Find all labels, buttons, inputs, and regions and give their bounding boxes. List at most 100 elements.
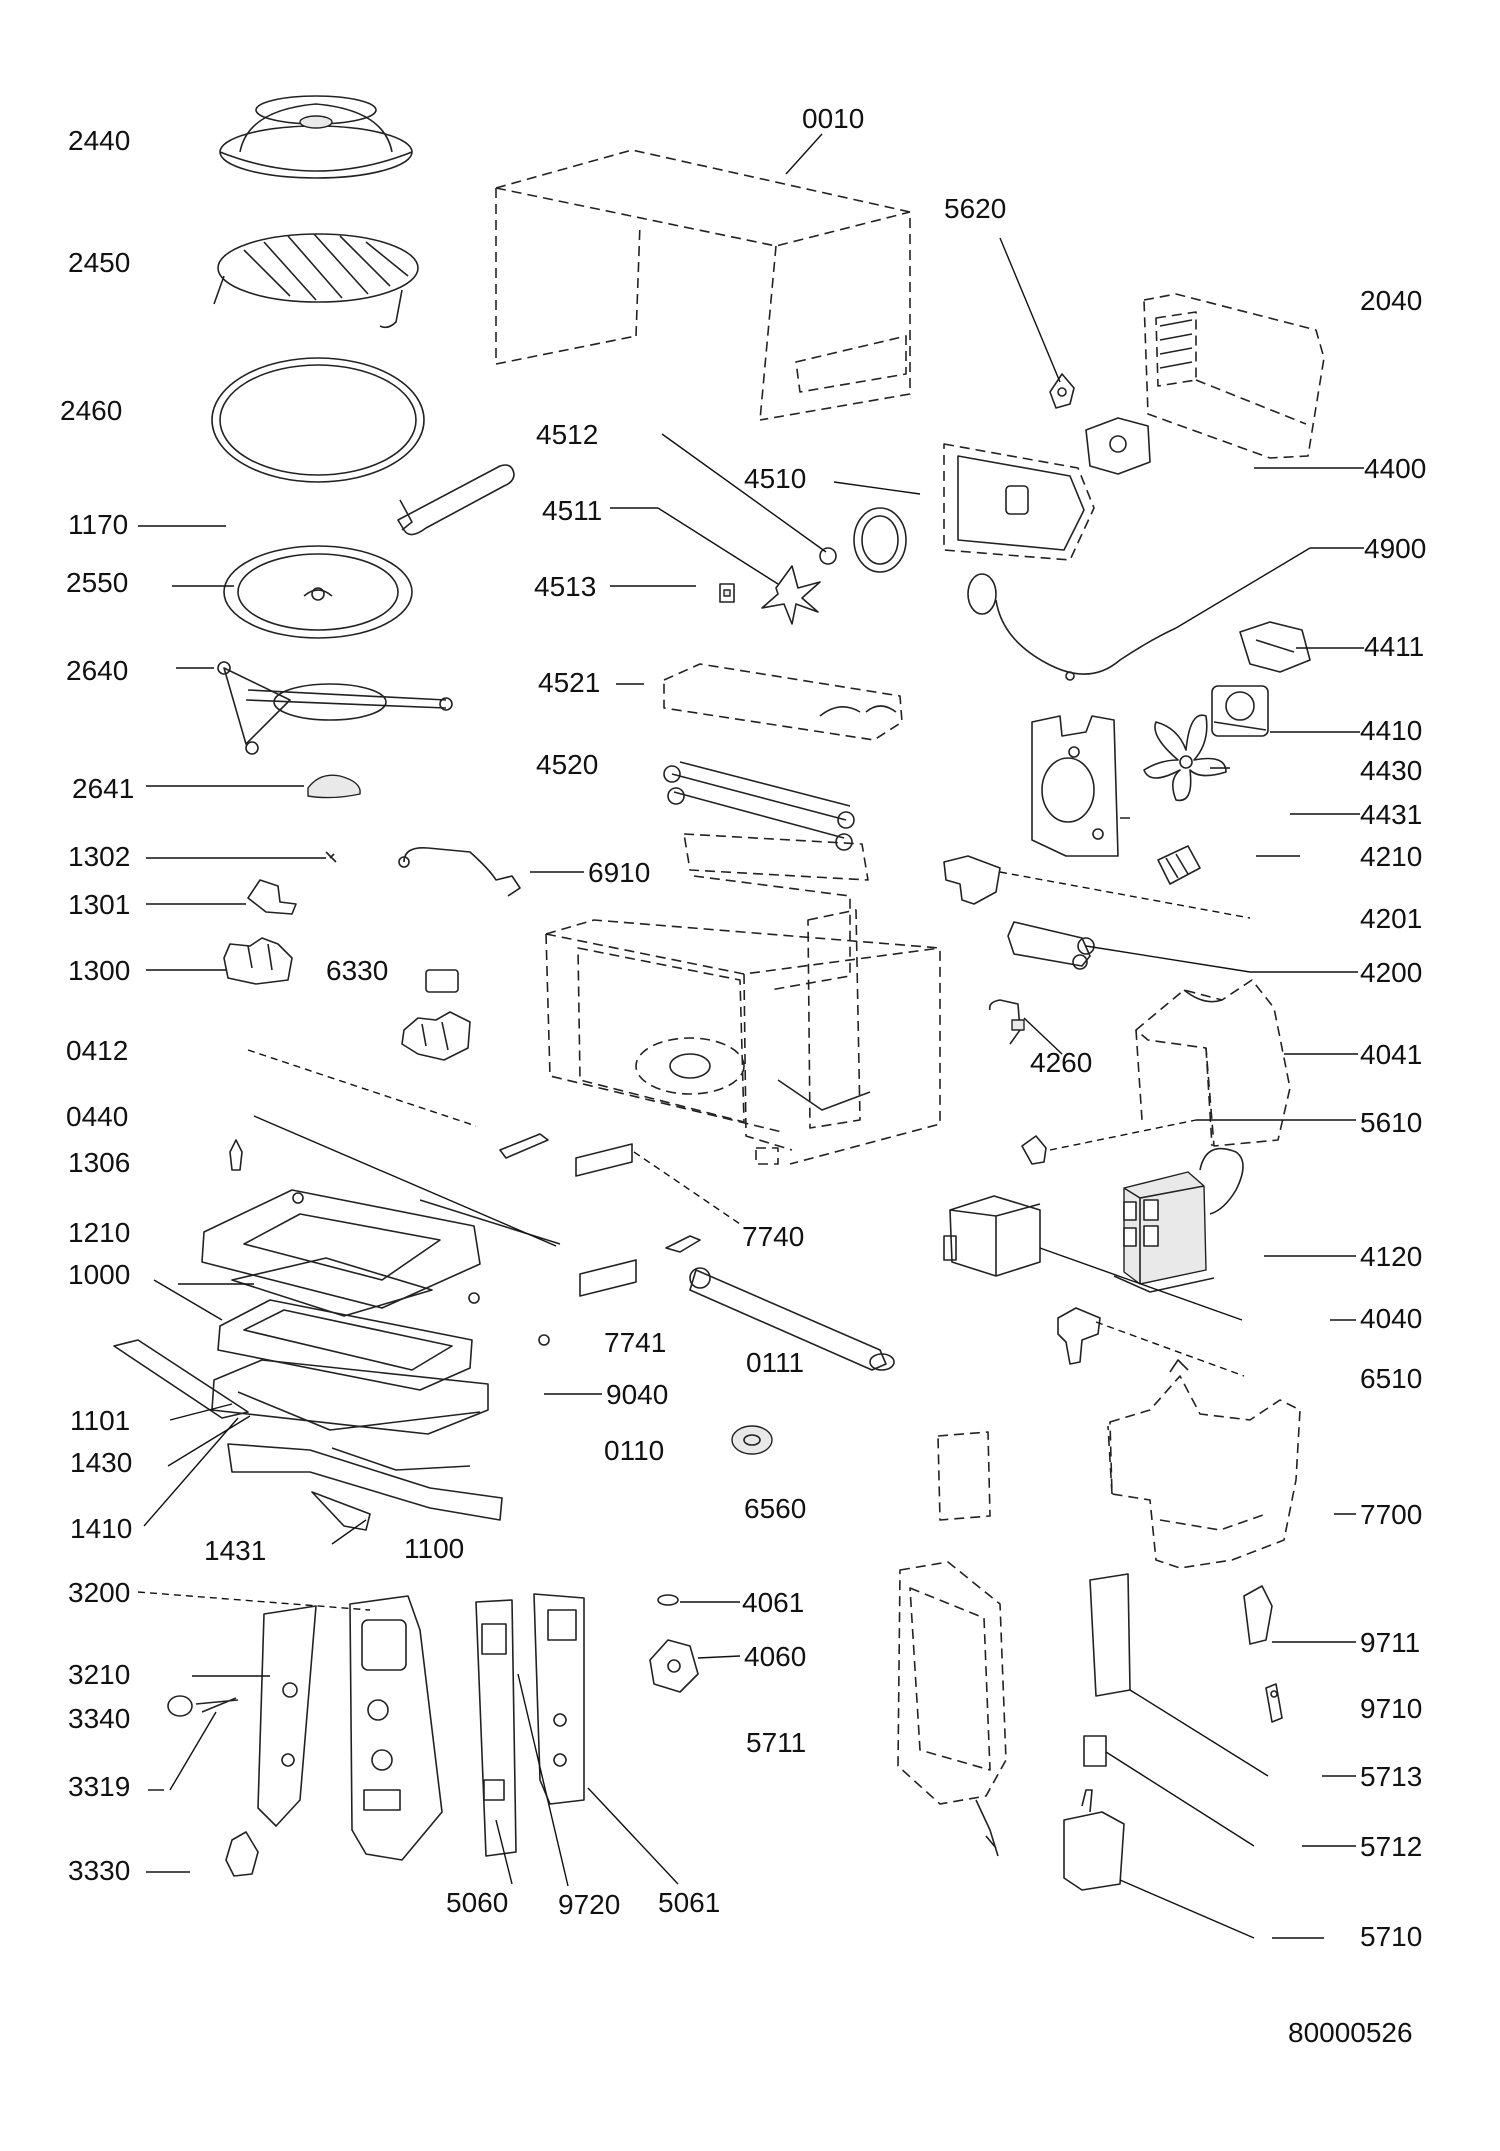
part-magnetron-4120 bbox=[1113, 1147, 1244, 1293]
part-label: 5610 bbox=[1360, 1107, 1422, 1138]
part-grill-cover-4521 bbox=[663, 663, 903, 741]
part-fan-blade-4511 bbox=[761, 565, 821, 625]
part-label: 9040 bbox=[606, 1379, 668, 1410]
part-drawings bbox=[113, 95, 1325, 1891]
part-bracket-4400 bbox=[1085, 417, 1151, 475]
part-label: 1000 bbox=[68, 1259, 130, 1290]
part-plate-2550 bbox=[223, 545, 413, 639]
part-label: 4040 bbox=[1360, 1303, 1422, 1334]
part-label: 4510 bbox=[744, 463, 806, 494]
part-label: 0412 bbox=[66, 1035, 128, 1066]
part-label: 1302 bbox=[68, 841, 130, 872]
part-gear-6560 bbox=[731, 1425, 773, 1455]
part-label: 2641 bbox=[72, 773, 134, 804]
part-label: 4200 bbox=[1360, 957, 1422, 988]
part-label: 4410 bbox=[1360, 715, 1422, 746]
part-label: 4511 bbox=[542, 495, 602, 526]
part-label: 4201 bbox=[1360, 903, 1422, 934]
part-door-frame-5711 bbox=[897, 1561, 1007, 1857]
part-motor-4410 bbox=[1211, 685, 1269, 737]
part-label: 4512 bbox=[536, 419, 598, 450]
part-clamp-4201 bbox=[943, 855, 1001, 905]
part-roller-ring-2640 bbox=[217, 661, 453, 755]
part-9710 bbox=[1270, 1690, 1278, 1698]
part-label: 1410 bbox=[70, 1513, 132, 1544]
part-cable-4900 bbox=[967, 573, 1177, 681]
part-label: 2440 bbox=[68, 125, 130, 156]
part-label: 4430 bbox=[1360, 755, 1422, 786]
part-capacitor-4200 bbox=[1007, 921, 1095, 970]
part-handle-1170 bbox=[397, 464, 515, 536]
part-cover-2440 bbox=[219, 95, 413, 179]
part-4411 bbox=[1239, 621, 1311, 673]
part-label: 4431 bbox=[1360, 799, 1422, 830]
part-label: 4400 bbox=[1364, 453, 1426, 484]
part-switch-6330 bbox=[401, 969, 471, 1061]
part-label: 3319 bbox=[68, 1771, 130, 1802]
part-label: 7740 bbox=[742, 1221, 804, 1252]
part-label: 4260 bbox=[1030, 1047, 1092, 1078]
part-label: 5713 bbox=[1360, 1761, 1422, 1792]
part-label: 1210 bbox=[68, 1217, 130, 1248]
part-label: 5710 bbox=[1360, 1921, 1422, 1952]
part-label: 5620 bbox=[944, 193, 1006, 224]
part-label: 1100 bbox=[404, 1533, 464, 1564]
part-labels: 2440 0010 5620 2040 2450 2460 4512 4510 … bbox=[60, 103, 1426, 2048]
drawing-number: 80000526 bbox=[1288, 2017, 1413, 2048]
part-fan-motor-4510 bbox=[853, 443, 1095, 573]
part-label: 1300 bbox=[68, 955, 130, 986]
part-label: 2040 bbox=[1360, 285, 1422, 316]
part-ring-2460 bbox=[211, 357, 425, 483]
part-label: 4060 bbox=[744, 1641, 806, 1672]
part-label: 9711 bbox=[1360, 1627, 1420, 1658]
part-label: 1101 bbox=[70, 1405, 130, 1436]
part-control-pcbs bbox=[475, 1593, 585, 1857]
part-housing-2040 bbox=[1143, 293, 1325, 459]
part-label: 4513 bbox=[534, 571, 596, 602]
part-fuse-6510 bbox=[1057, 1307, 1101, 1365]
part-label: 2640 bbox=[66, 655, 128, 686]
part-label: 5712 bbox=[1360, 1831, 1422, 1862]
part-label: 3200 bbox=[68, 1577, 130, 1608]
part-label: 4900 bbox=[1364, 533, 1426, 564]
part-4060-4061 bbox=[649, 1594, 699, 1693]
part-label: 6910 bbox=[588, 857, 650, 888]
part-label: 3210 bbox=[68, 1659, 130, 1690]
leader-lines bbox=[137, 133, 1364, 1939]
part-label: 4521 bbox=[538, 667, 600, 698]
part-label: 4520 bbox=[536, 749, 598, 780]
part-label: 6560 bbox=[744, 1493, 806, 1524]
part-label: 4411 bbox=[1364, 631, 1424, 662]
part-cavity-main bbox=[545, 833, 941, 1165]
part-label: 4041 bbox=[1360, 1039, 1422, 1070]
part-casing-0010 bbox=[495, 149, 911, 421]
part-coupler-2641 bbox=[307, 774, 361, 799]
part-base-7700 bbox=[1107, 1359, 1301, 1569]
part-label: 5711 bbox=[746, 1727, 806, 1758]
part-label: 0110 bbox=[604, 1435, 664, 1466]
part-label: 5060 bbox=[446, 1887, 508, 1918]
part-label: 1301 bbox=[68, 889, 130, 920]
part-control-panel bbox=[167, 1595, 443, 1877]
part-transformer-4040 bbox=[943, 1195, 1041, 1277]
part-label: 7700 bbox=[1360, 1499, 1422, 1530]
part-label: 0010 bbox=[802, 103, 864, 134]
part-heater-4520 bbox=[663, 761, 855, 851]
part-rack-2450 bbox=[213, 233, 419, 329]
part-label: 2450 bbox=[68, 247, 130, 278]
part-diode-4260 bbox=[988, 999, 1025, 1045]
part-label: 0440 bbox=[66, 1101, 128, 1132]
part-label: 6330 bbox=[326, 955, 388, 986]
part-label: 3330 bbox=[68, 1855, 130, 1886]
part-label: 3340 bbox=[68, 1703, 130, 1734]
part-capacitor-4210 bbox=[1157, 845, 1201, 885]
part-label: 9720 bbox=[558, 1889, 620, 1920]
part-fan-4430 bbox=[1143, 714, 1227, 802]
part-label: 1430 bbox=[70, 1447, 132, 1478]
part-label: 1431 bbox=[204, 1535, 266, 1566]
part-mica-sheets bbox=[575, 1143, 701, 1297]
part-door-assembly bbox=[113, 1189, 550, 1531]
part-clip-5610 bbox=[1021, 1135, 1047, 1165]
